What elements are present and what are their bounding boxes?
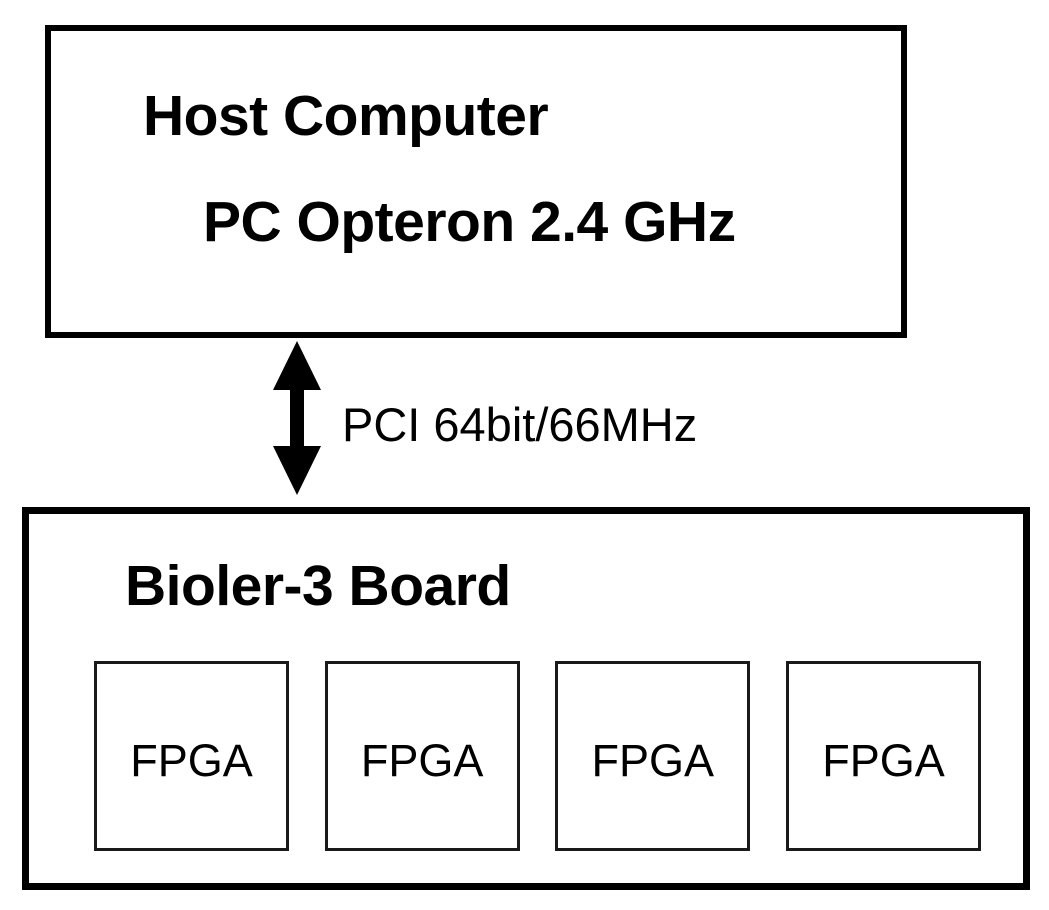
host-computer-box: Host Computer PC Opteron 2.4 GHz — [45, 25, 907, 338]
bioler-board-title: Bioler-3 Board — [125, 554, 511, 618]
fpga-box-1: FPGA — [94, 661, 289, 851]
pci-bus-label: PCI 64bit/66MHz — [342, 398, 698, 451]
fpga-label-3: FPGA — [591, 735, 715, 786]
fpga-box-3: FPGA — [555, 661, 751, 851]
fpga-row: FPGA FPGA FPGA FPGA — [94, 661, 981, 851]
fpga-label-1: FPGA — [130, 735, 253, 786]
fpga-label-4: FPGA — [822, 735, 945, 786]
fpga-box-2: FPGA — [324, 661, 520, 851]
bioler-board-box: Bioler-3 Board FPGA FPGA FPGA FPGA — [22, 507, 1030, 890]
host-computer-subtitle: PC Opteron 2.4 GHz — [203, 190, 736, 254]
fpga-box-4: FPGA — [785, 661, 981, 851]
double-headed-vertical-arrow-icon — [273, 341, 321, 495]
host-computer-title: Host Computer — [143, 84, 549, 148]
fpga-label-2: FPGA — [360, 735, 484, 786]
